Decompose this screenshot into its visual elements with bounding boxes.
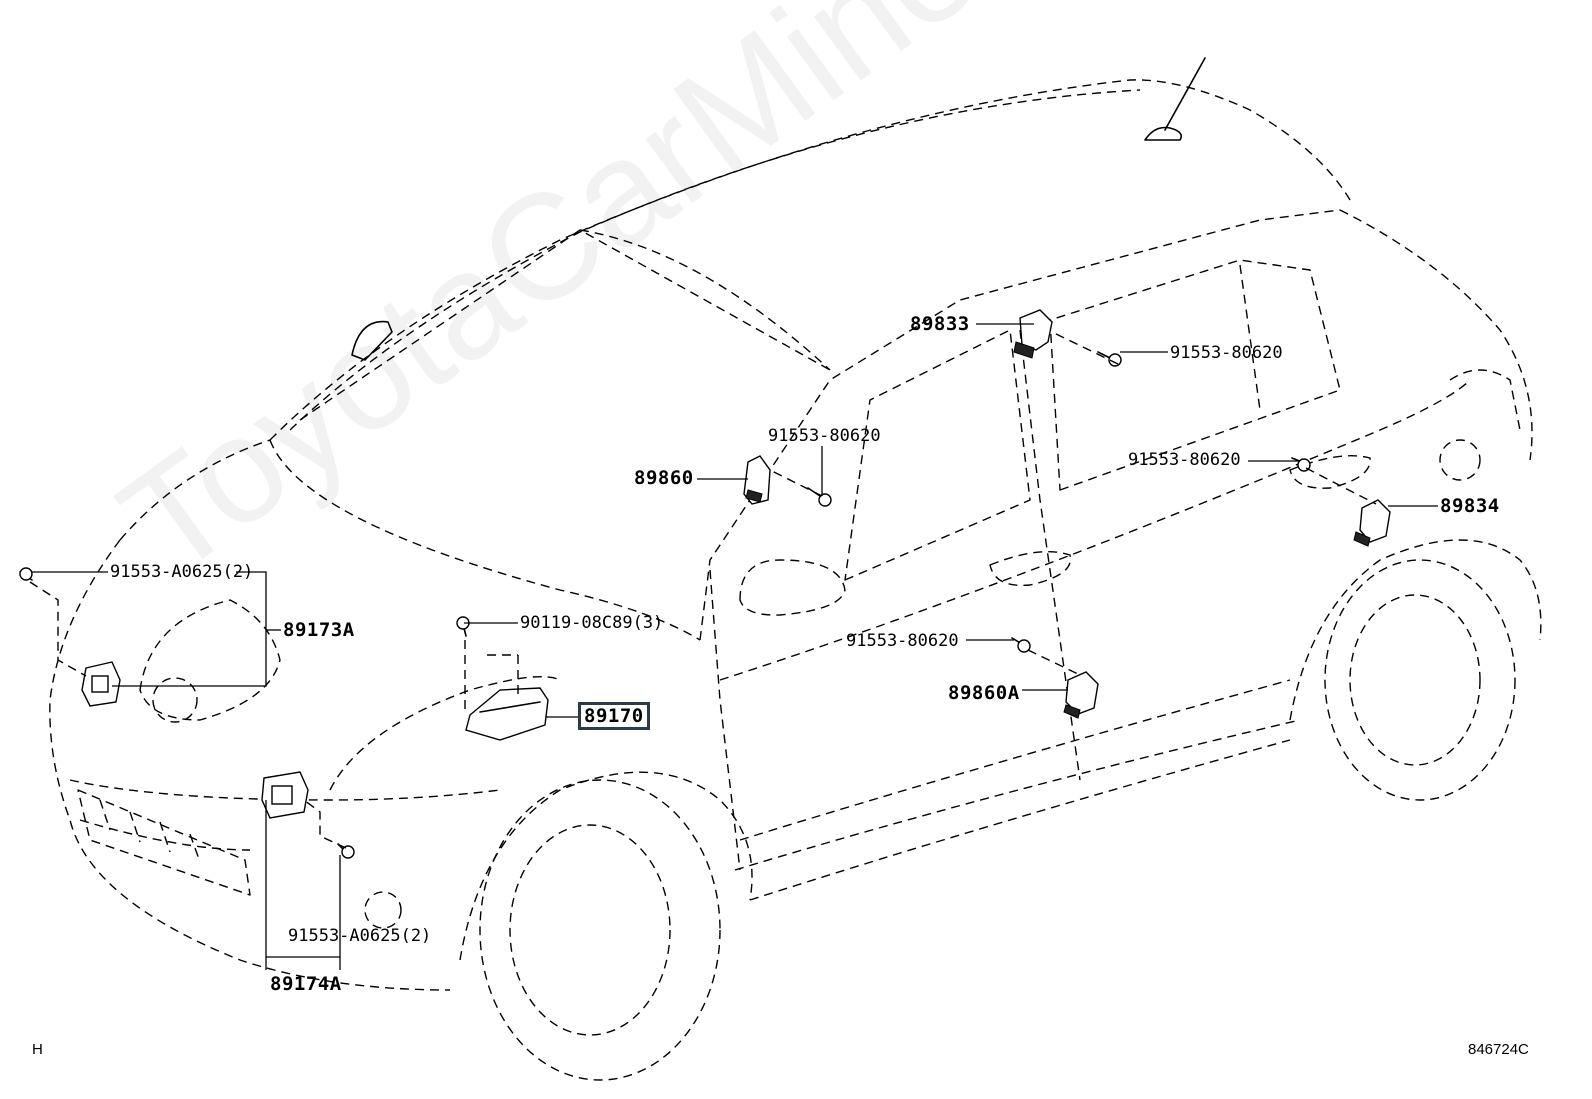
label-91553-80620-top: 91553-80620 bbox=[1170, 343, 1283, 363]
label-91553-A0625-front: 91553-A0625(2) bbox=[110, 562, 254, 582]
sensor-89833 bbox=[1013, 309, 1053, 359]
bolt-90119 bbox=[456, 616, 470, 637]
label-89174A: 89174A bbox=[270, 973, 342, 995]
label-89833: 89833 bbox=[910, 313, 970, 335]
illustration-number: 846724C bbox=[1468, 1041, 1529, 1058]
bolt-89173A bbox=[19, 567, 33, 581]
sensor-89860 bbox=[743, 455, 771, 505]
label-89834: 89834 bbox=[1440, 495, 1500, 517]
label-91553-80620-rear: 91553-80620 bbox=[1128, 450, 1241, 470]
leader-lines bbox=[32, 323, 1438, 970]
label-90119-08C89: 90119-08C89(3) bbox=[520, 613, 664, 633]
label-89860A: 89860A bbox=[948, 682, 1020, 704]
sensor-89174A bbox=[261, 771, 309, 819]
corner-code-left: H bbox=[32, 1041, 43, 1058]
sensor-89860A bbox=[1063, 671, 1099, 719]
bolt-89833 bbox=[1097, 351, 1122, 367]
label-89173A: 89173A bbox=[283, 619, 355, 641]
sensor-89834 bbox=[1353, 499, 1391, 547]
label-89860: 89860 bbox=[634, 467, 694, 489]
label-91553-A0625-lower: 91553-A0625(2) bbox=[288, 926, 432, 946]
car-body-outline bbox=[49, 79, 1542, 1081]
label-91553-80620-pillar: 91553-80620 bbox=[768, 426, 881, 446]
mount-guides bbox=[29, 331, 1377, 849]
bolt-89174A bbox=[337, 843, 355, 859]
label-89170-highlighted: 89170 bbox=[578, 702, 650, 730]
bolt-89860 bbox=[807, 487, 832, 507]
car-details bbox=[351, 57, 1206, 361]
bolt-89860A bbox=[1011, 637, 1031, 653]
airbag-ecu-89170 bbox=[464, 640, 549, 741]
sensor-89173A bbox=[81, 661, 121, 707]
label-91553-80620-door: 91553-80620 bbox=[846, 631, 959, 651]
